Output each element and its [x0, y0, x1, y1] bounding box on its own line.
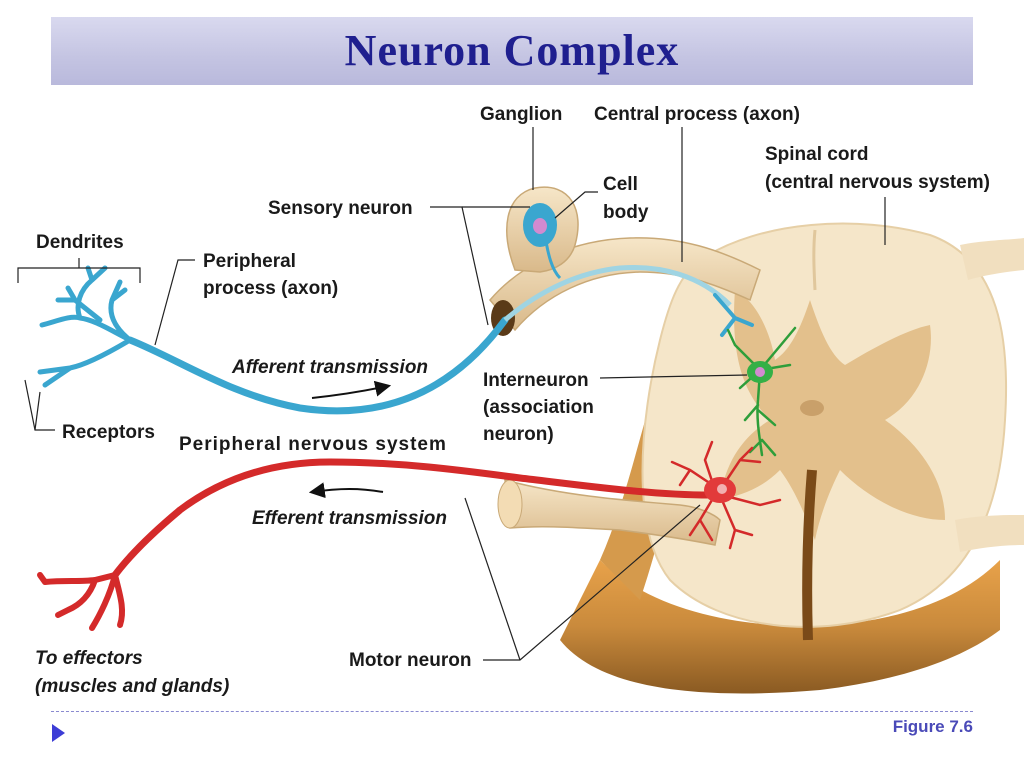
label-peripheral-nervous-system: Peripheral nervous system	[179, 434, 447, 455]
right-nerve-root	[960, 238, 1024, 280]
label-peripheral: Peripheral	[203, 251, 296, 272]
right-ventral-root	[955, 515, 1024, 552]
anterior-fissure	[802, 469, 817, 641]
label-muscles-glands: (muscles and glands)	[35, 676, 229, 697]
label-ganglion: Ganglion	[480, 104, 562, 125]
label-receptors: Receptors	[62, 422, 155, 443]
figure-reference: Figure 7.6	[892, 717, 973, 736]
sensory-central-axon	[503, 265, 732, 322]
sensory-neuron	[37, 203, 754, 415]
motor-axon-terminals	[37, 572, 126, 631]
motor-axon	[111, 458, 714, 579]
label-process-axon: process (axon)	[203, 278, 338, 299]
label-motor-neuron: Motor neuron	[349, 650, 471, 671]
label-efferent-transmission: Efferent transmission	[252, 508, 447, 529]
ventral-root-sheath	[504, 478, 721, 546]
spinal-cord-gray-matter	[720, 290, 945, 540]
afferent-arrow	[311, 380, 392, 399]
ventral-root-cut-end	[497, 479, 523, 529]
posterior-septum	[812, 229, 817, 291]
label-dendrites: Dendrites	[36, 232, 124, 253]
label-neuron: neuron)	[483, 424, 554, 445]
sensory-axon-terminal	[713, 293, 754, 337]
label-interneuron: Interneuron	[483, 370, 589, 391]
spinal-cord	[560, 222, 1024, 694]
label-association: (association	[483, 397, 594, 418]
bullet-arrow-icon	[52, 724, 65, 742]
label-central-process: Central process (axon)	[594, 104, 800, 125]
central-canal	[800, 400, 824, 416]
dendrites-branches	[37, 265, 133, 388]
sensory-nucleus	[533, 218, 547, 234]
label-body: body	[603, 202, 649, 223]
ventral-root	[497, 478, 721, 546]
interneuron	[726, 326, 797, 457]
label-cell: Cell	[603, 174, 638, 195]
motor-nucleus	[717, 484, 727, 494]
label-afferent-transmission: Afferent transmission	[231, 357, 428, 378]
efferent-arrow	[308, 482, 384, 499]
label-spinal-cord: Spinal cord	[765, 144, 868, 165]
spinal-cord-cut-surface	[560, 560, 1000, 694]
interneuron-nucleus	[755, 367, 765, 377]
motor-dendrites	[670, 440, 782, 550]
motor-neuron	[37, 440, 782, 631]
sensory-peripheral-axon	[126, 316, 509, 415]
label-spinal-cord-cns: (central nervous system)	[765, 172, 990, 193]
title-bar: Neuron Complex	[51, 17, 973, 85]
slide-title: Neuron Complex	[344, 26, 680, 75]
label-to-effectors: To effectors	[35, 648, 143, 669]
footer-divider	[51, 711, 973, 712]
leader-lines	[17, 127, 886, 661]
label-sensory-neuron: Sensory neuron	[268, 198, 413, 219]
